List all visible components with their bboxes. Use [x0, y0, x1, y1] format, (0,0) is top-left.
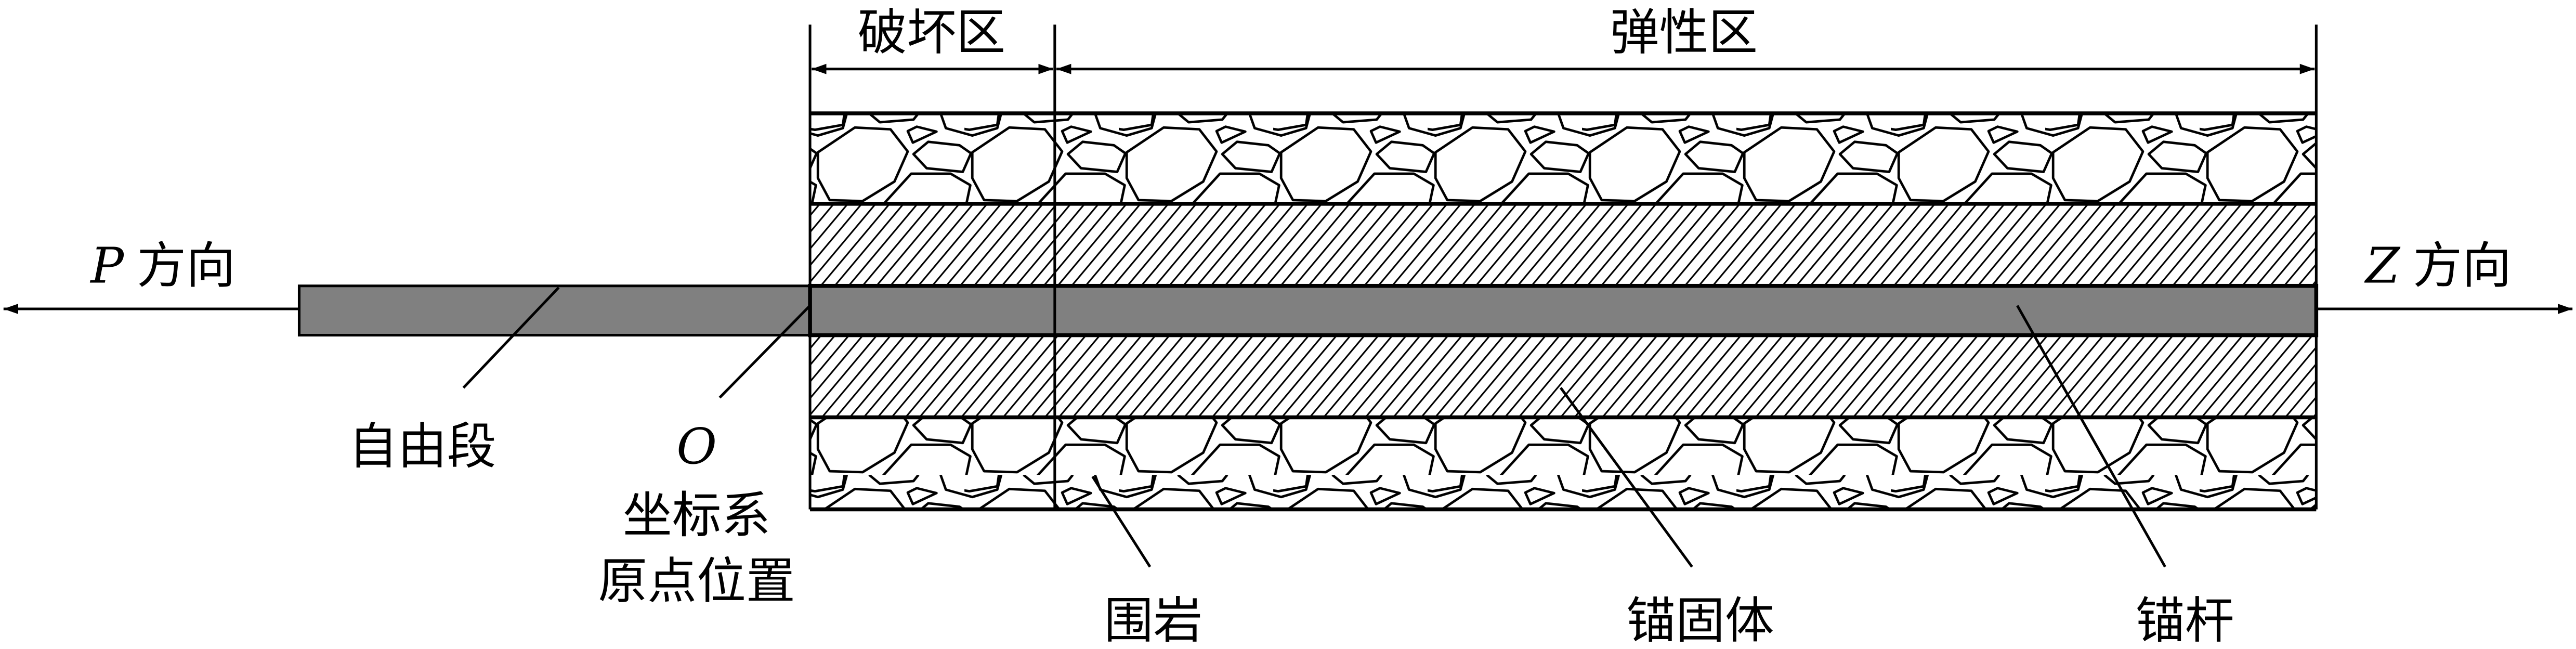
origin-leader: [718, 304, 811, 399]
surrounding-rock-bottom: [810, 417, 2317, 510]
surrounding-rock-leader: [1091, 475, 1152, 568]
origin-symbol: O: [676, 418, 717, 475]
damage-zone-label: 破坏区: [858, 4, 1005, 61]
block-outlines: [808, 24, 2318, 512]
anchorage-body-leader: [1559, 387, 1693, 568]
anchorage-body-label: 锚固体: [1626, 592, 1774, 649]
elastic-zone-label: 弹性区: [1610, 4, 1758, 61]
anchor-rod: [808, 283, 2319, 338]
origin-label-line2: 原点位置: [598, 553, 795, 610]
free-section-leader: [462, 287, 560, 389]
anchor-rod-label: 锚杆: [2136, 592, 2234, 649]
anchorage-body-top: [810, 203, 2317, 286]
anchor-rod-leader: [2016, 305, 2166, 568]
origin-label-line1: 坐标系: [623, 487, 770, 544]
p-symbol: P: [89, 237, 125, 294]
z-symbol: Z: [2364, 237, 2401, 294]
z-direction-text: 方向: [2413, 237, 2512, 294]
anchorage-body-bottom: [810, 335, 2317, 418]
p-direction-text: 方向: [137, 237, 236, 294]
surrounding-rock-label: 围岩: [1104, 592, 1203, 649]
free-section-label: 自由段: [348, 418, 496, 475]
surrounding-rock-top: [810, 113, 2317, 204]
